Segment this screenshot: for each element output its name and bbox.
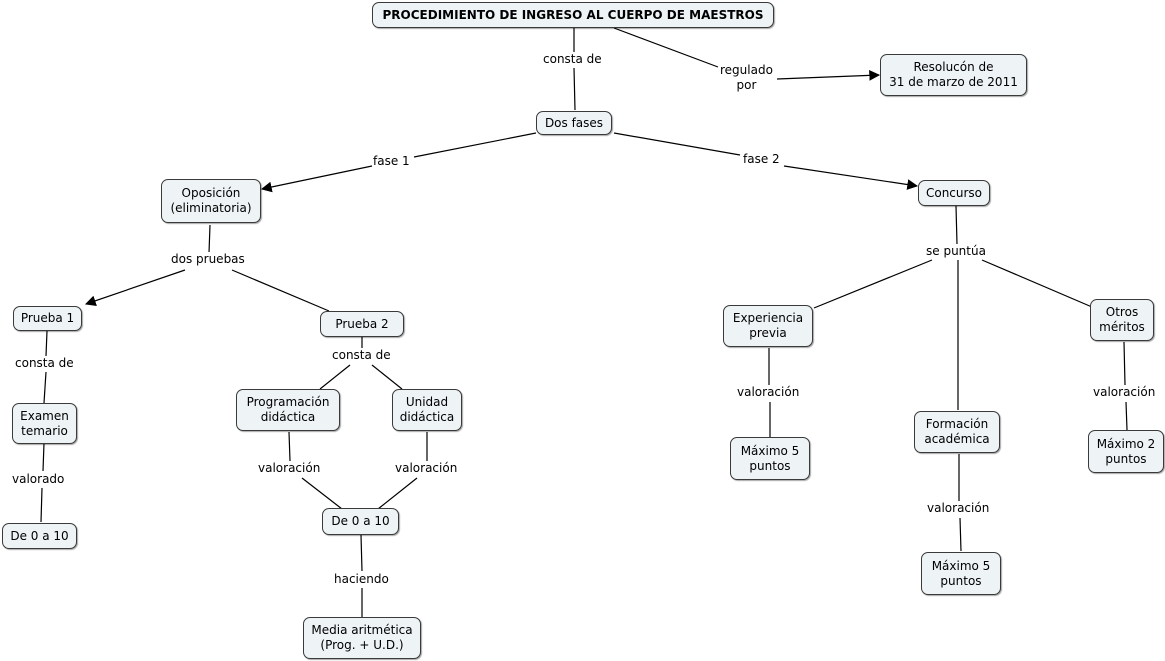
de-0-a-10-left-node: De 0 a 10 bbox=[2, 523, 77, 549]
dos-fases-node: Dos fases bbox=[536, 111, 612, 135]
connector-line bbox=[360, 534, 363, 572]
link-label-valoracion-otros: valoración bbox=[1092, 385, 1157, 400]
prueba-2-node: Prueba 2 bbox=[320, 311, 404, 337]
formacion-academica-node: Formación académica bbox=[914, 411, 1000, 453]
de-0-a-10-mid-node: De 0 a 10 bbox=[322, 508, 399, 535]
connector-line bbox=[45, 330, 48, 357]
unidad-didactica-label: Unidad didáctica bbox=[399, 395, 455, 424]
concurso-label: Concurso bbox=[925, 185, 983, 200]
link-label-regulado-por: regulado por bbox=[719, 63, 774, 93]
concurso-node: Concurso bbox=[918, 180, 990, 206]
connector-line bbox=[319, 364, 351, 390]
media-aritmetica-label: Media aritmética (Prog. + U.D.) bbox=[311, 623, 413, 652]
link-label-fase-1: fase 1 bbox=[372, 154, 411, 169]
oposicion-label: Oposición (eliminatoria) bbox=[170, 186, 252, 215]
otros-meritos-label: Otros méritos bbox=[1099, 305, 1145, 334]
prueba-1-node: Prueba 1 bbox=[13, 306, 82, 331]
maximo-2-node: Máximo 2 puntos bbox=[1088, 430, 1164, 473]
maximo-5-experiencia-node: Máximo 5 puntos bbox=[730, 437, 810, 480]
prueba-2-label: Prueba 2 bbox=[335, 316, 389, 331]
link-label-fase-2: fase 2 bbox=[742, 152, 781, 167]
link-label-consta-de-prueba-2: consta de bbox=[331, 348, 392, 363]
resolucion-node: Resolucón de 31 de marzo de 2011 bbox=[880, 54, 1027, 96]
link-label-valoracion-unidad: valoración bbox=[394, 461, 459, 476]
connector-line bbox=[1125, 401, 1128, 431]
maximo-2-label: Máximo 2 puntos bbox=[1096, 436, 1156, 466]
connector-line bbox=[981, 259, 1093, 308]
link-label-valoracion-formacion: valoración bbox=[926, 501, 991, 516]
connector-line bbox=[42, 442, 45, 472]
connector-line bbox=[40, 487, 43, 523]
connector-line bbox=[813, 259, 933, 309]
link-label-valoracion-programacion: valoración bbox=[257, 461, 322, 476]
programacion-didactica-node: Programación didáctica bbox=[236, 389, 340, 431]
connector-line bbox=[1123, 341, 1126, 386]
connector-line bbox=[613, 132, 741, 156]
experiencia-previa-label: Experiencia previa bbox=[732, 311, 804, 340]
dos-fases-label: Dos fases bbox=[544, 115, 604, 130]
connector-line bbox=[377, 477, 418, 510]
otros-meritos-node: Otros méritos bbox=[1090, 299, 1154, 341]
connector-line bbox=[301, 477, 343, 510]
link-label-valorado: valorado bbox=[11, 472, 66, 487]
resolucion-label: Resolucón de 31 de marzo de 2011 bbox=[889, 60, 1018, 89]
link-label-consta-de-top: consta de bbox=[542, 52, 603, 67]
connector-line bbox=[208, 224, 211, 254]
connector-line bbox=[776, 69, 881, 81]
connector-line bbox=[955, 205, 958, 245]
examen-temario-label: Examen temario bbox=[20, 408, 69, 438]
de-0-a-10-left-label: De 0 a 10 bbox=[10, 528, 69, 543]
link-label-se-puntua: se puntúa bbox=[925, 244, 987, 259]
examen-temario-node: Examen temario bbox=[12, 403, 77, 444]
connector-line bbox=[43, 371, 47, 404]
maximo-5-formacion-label: Máximo 5 puntos bbox=[931, 558, 991, 588]
connector-line bbox=[783, 165, 919, 190]
oposicion-node: Oposición (eliminatoria) bbox=[161, 179, 261, 223]
experiencia-previa-node: Experiencia previa bbox=[723, 305, 813, 347]
media-aritmetica-node: Media aritmética (Prog. + U.D.) bbox=[303, 617, 421, 659]
connector-line bbox=[260, 165, 373, 193]
programacion-didactica-label: Programación didáctica bbox=[246, 395, 330, 424]
link-label-consta-de-prueba-1: consta de bbox=[14, 356, 75, 371]
connector-line bbox=[288, 431, 291, 462]
formacion-academica-label: Formación académica bbox=[924, 417, 990, 446]
map-title-node: PROCEDIMIENTO DE INGRESO AL CUERPO DE MA… bbox=[372, 2, 774, 28]
maximo-5-formacion-node: Máximo 5 puntos bbox=[921, 552, 1001, 595]
prueba-1-label: Prueba 1 bbox=[20, 311, 75, 325]
unidad-didactica-node: Unidad didáctica bbox=[392, 389, 462, 431]
maximo-5-experiencia-label: Máximo 5 puntos bbox=[740, 443, 800, 473]
link-label-valoracion-experiencia: valoración bbox=[736, 385, 801, 400]
map-title: PROCEDIMIENTO DE INGRESO AL CUERPO DE MA… bbox=[382, 7, 764, 22]
connector-line bbox=[371, 364, 403, 390]
connector-line bbox=[413, 132, 537, 158]
connector-line bbox=[613, 27, 719, 68]
connector-line bbox=[573, 67, 576, 111]
connector-line bbox=[231, 269, 330, 312]
link-label-dos-pruebas: dos pruebas bbox=[170, 252, 246, 267]
de-0-a-10-mid-label: De 0 a 10 bbox=[331, 514, 390, 528]
connector-line bbox=[959, 517, 962, 552]
link-label-haciendo: haciendo bbox=[333, 572, 390, 587]
connector-line bbox=[84, 269, 186, 306]
